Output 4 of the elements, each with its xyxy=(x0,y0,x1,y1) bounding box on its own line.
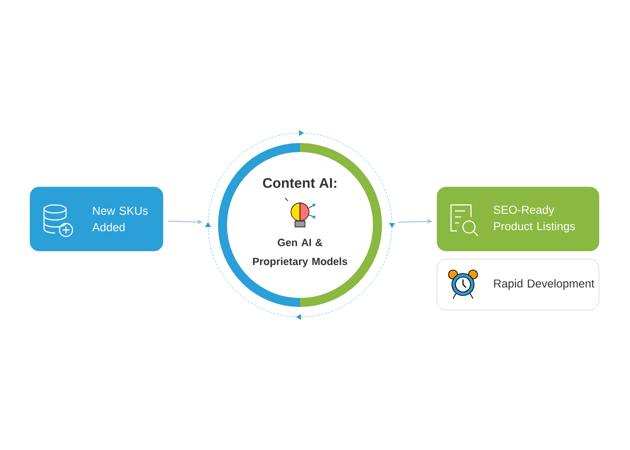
cycle-ring: Content AI: Gen AI & Proprietary Models xyxy=(218,143,382,307)
process-box: SEO-Ready Product Listings xyxy=(436,186,600,252)
process-box: New SKUs Added xyxy=(30,186,164,252)
status-box: Rapid Development xyxy=(436,258,600,310)
